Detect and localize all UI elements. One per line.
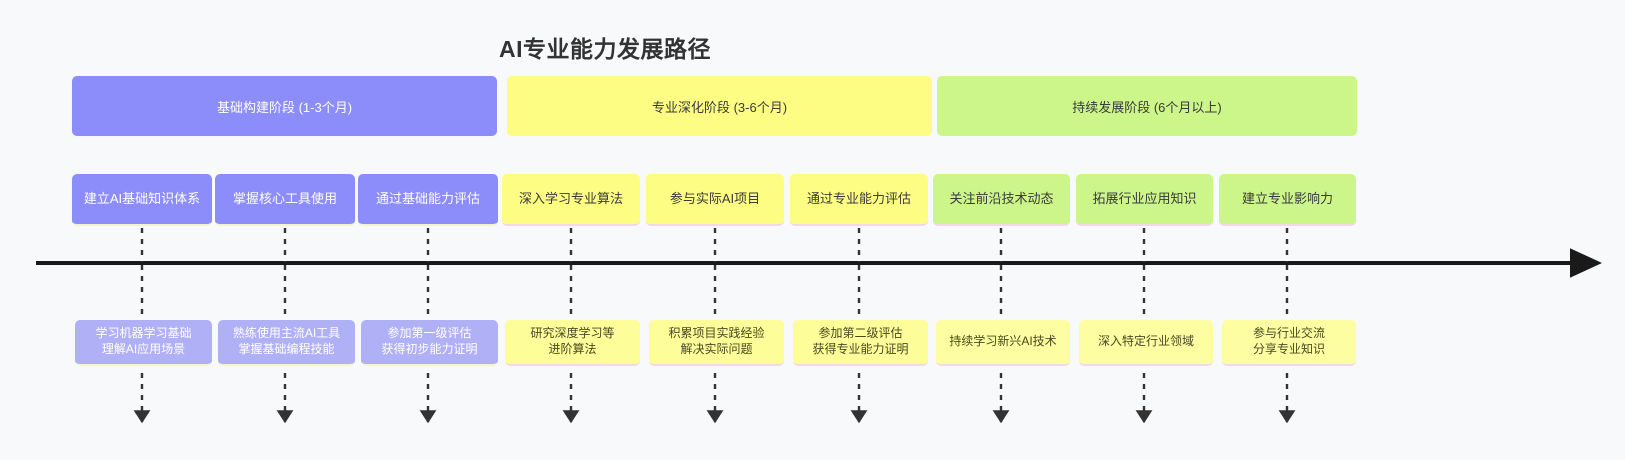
phase-label: 持续发展阶段 (6个月以上) (1072, 99, 1222, 115)
detail-box[interactable]: 参加第二级评估 获得专业能力证明 (793, 320, 928, 366)
milestone-label: 掌握核心工具使用 (232, 190, 337, 206)
milestone-box[interactable]: 深入学习专业算法 (502, 174, 640, 226)
detail-box[interactable]: 研究深度学习等 进阶算法 (505, 320, 640, 366)
milestone-label: 通过基础能力评估 (375, 190, 480, 206)
milestone-label: 建立AI基础知识体系 (83, 190, 201, 206)
milestone-box[interactable]: 建立专业影响力 (1219, 174, 1356, 226)
detail-box[interactable]: 积累项目实践经验 解决实际问题 (649, 320, 784, 366)
detail-line-1: 积累项目实践经验 (668, 326, 765, 341)
detail-line-2: 进阶算法 (548, 342, 597, 356)
milestone-label: 参与实际AI项目 (669, 190, 761, 206)
phase-bar-foundation: 基础构建阶段 (1-3个月) (72, 76, 497, 136)
milestone-box[interactable]: 拓展行业应用知识 (1076, 174, 1213, 226)
detail-line-1: 参加第一级评估 (387, 326, 472, 341)
phase-label: 基础构建阶段 (1-3个月) (216, 99, 353, 115)
milestone-box[interactable]: 掌握核心工具使用 (215, 174, 355, 226)
detail-line-2: 获得专业能力证明 (812, 342, 909, 356)
connector-group-upper (140, 228, 1289, 262)
detail-line-1: 参与行业交流 (1252, 326, 1325, 341)
detail-box[interactable]: 学习机器学习基础 理解AI应用场景 (75, 320, 212, 366)
milestone-label: 拓展行业应用知识 (1092, 190, 1197, 206)
milestone-label: 建立专业影响力 (1241, 190, 1333, 206)
detail-line-1: 深入特定行业领域 (1097, 334, 1194, 349)
detail-line-2: 分享专业知识 (1252, 342, 1325, 356)
milestone-label: 深入学习专业算法 (518, 190, 623, 206)
detail-box[interactable]: 熟练使用主流AI工具 掌握基础编程技能 (218, 320, 355, 366)
detail-line-1: 学习机器学习基础 (95, 326, 192, 341)
detail-line-1: 参加第二级评估 (818, 326, 903, 341)
detail-line-1: 研究深度学习等 (530, 326, 615, 341)
connector-group-lower (140, 265, 1289, 318)
milestone-label: 关注前沿技术动态 (949, 190, 1054, 206)
detail-line-1: 熟练使用主流AI工具 (232, 326, 341, 341)
detail-line-1: 持续学习新兴AI技术 (949, 334, 1057, 349)
detail-line-2: 获得初步能力证明 (381, 342, 478, 356)
milestone-box[interactable]: 通过基础能力评估 (358, 174, 498, 226)
milestone-label: 通过专业能力评估 (806, 190, 911, 206)
phase-bar-continuous: 持续发展阶段 (6个月以上) (937, 76, 1357, 136)
detail-line-2: 解决实际问题 (680, 342, 753, 356)
detail-box[interactable]: 参与行业交流 分享专业知识 (1222, 320, 1356, 366)
detail-box[interactable]: 深入特定行业领域 (1079, 320, 1213, 366)
page-title: AI专业能力发展路径 (499, 36, 711, 62)
phase-bar-deepening: 专业深化阶段 (3-6个月) (507, 76, 932, 136)
detail-line-2: 掌握基础编程技能 (238, 342, 335, 356)
connector-group-tail (133, 373, 1296, 424)
milestone-box[interactable]: 建立AI基础知识体系 (72, 174, 212, 226)
detail-line-2: 理解AI应用场景 (101, 342, 186, 356)
milestone-box[interactable]: 通过专业能力评估 (790, 174, 928, 226)
milestone-box[interactable]: 参与实际AI项目 (646, 174, 784, 226)
milestone-box[interactable]: 关注前沿技术动态 (933, 174, 1070, 226)
phase-label: 专业深化阶段 (3-6个月) (651, 99, 788, 115)
detail-box[interactable]: 持续学习新兴AI技术 (936, 320, 1070, 366)
detail-box[interactable]: 参加第一级评估 获得初步能力证明 (361, 320, 498, 366)
